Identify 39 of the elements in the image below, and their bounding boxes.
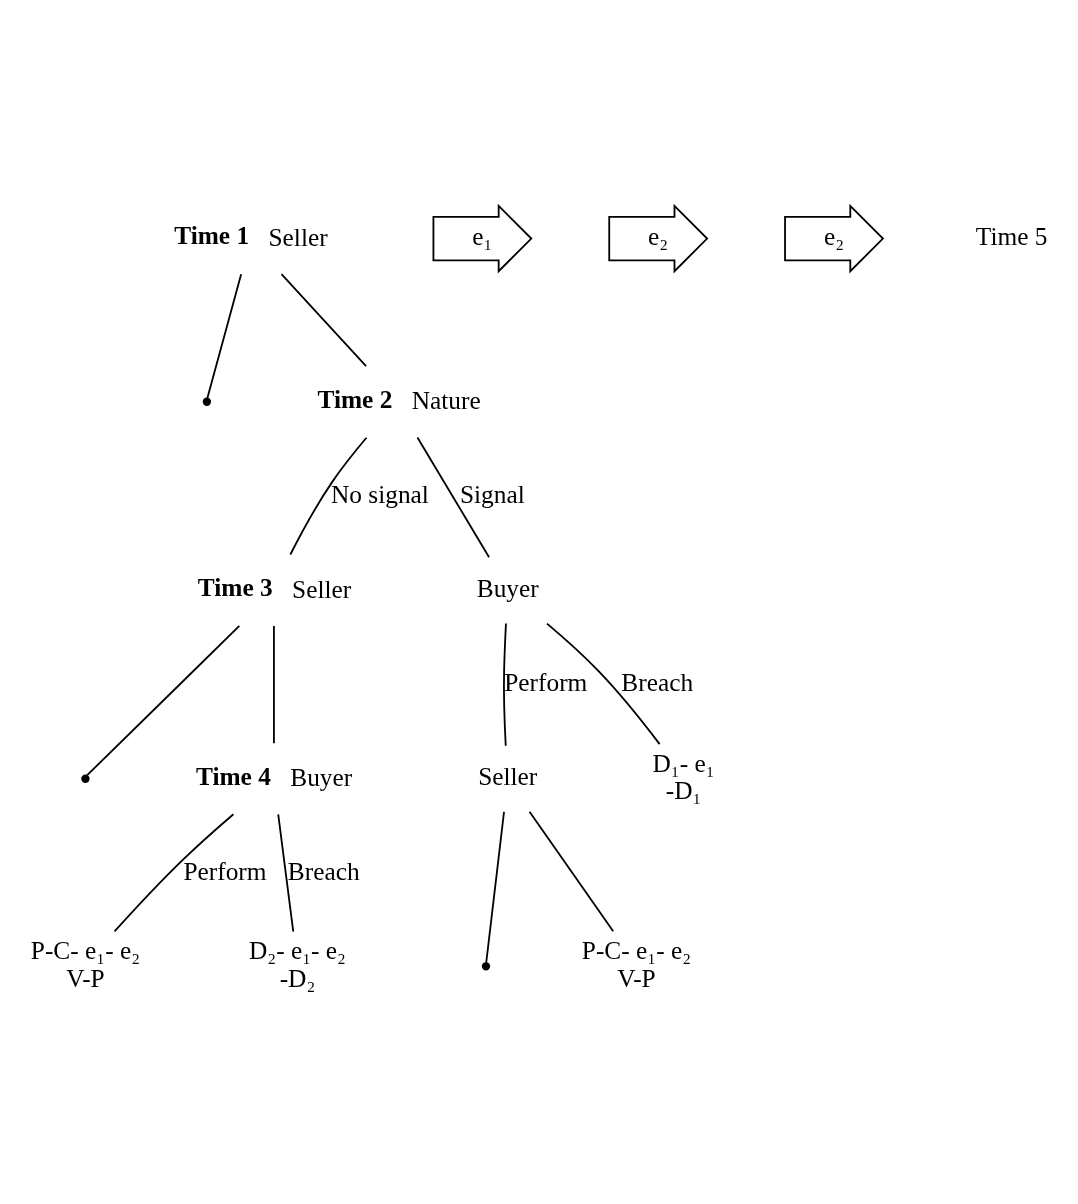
label: e₁ [472,222,493,251]
edge-label: Perform [504,668,588,697]
connector [277,813,295,933]
label: Time 5 [975,222,1048,251]
connector [280,273,367,368]
connector [546,622,661,746]
node-label: Time 2 [317,384,393,413]
connector [86,625,241,777]
edge-label: Breach [621,668,694,697]
connector [206,273,243,399]
node-label: Time 1 [174,221,250,250]
node-label: Time 4 [195,761,271,790]
node-text: D₁- e₁ -D₁ [652,748,715,805]
node-point [81,774,90,783]
connector [273,625,275,745]
node-text: P-C- e₁- e₂ V-P [581,936,692,992]
edge-label: No signal [330,479,429,508]
node-label: Time 3 [197,573,273,602]
node-text: Buyer [476,573,539,602]
edge-label: Perform [183,856,267,885]
connector [289,436,368,556]
node-point [481,962,491,971]
node-text: Seller [292,574,352,603]
node-text: P-C- e₁- e₂ V-P [30,936,141,992]
node-text: D₂- e₁- e₂ -D₂ [249,936,346,992]
node-text: Nature [411,386,481,415]
node-text: Seller [478,762,538,791]
node-text: Seller [268,223,328,252]
edge-label: Breach [287,856,360,885]
label: e₂ [648,222,669,251]
edge-label: Signal [459,479,525,508]
connector [528,810,615,933]
node-point [202,397,212,406]
label: e₂ [823,222,845,251]
connector [113,813,235,933]
node-text: Buyer [290,763,353,792]
connector [503,622,507,747]
connector [416,436,490,559]
connector [485,810,505,964]
